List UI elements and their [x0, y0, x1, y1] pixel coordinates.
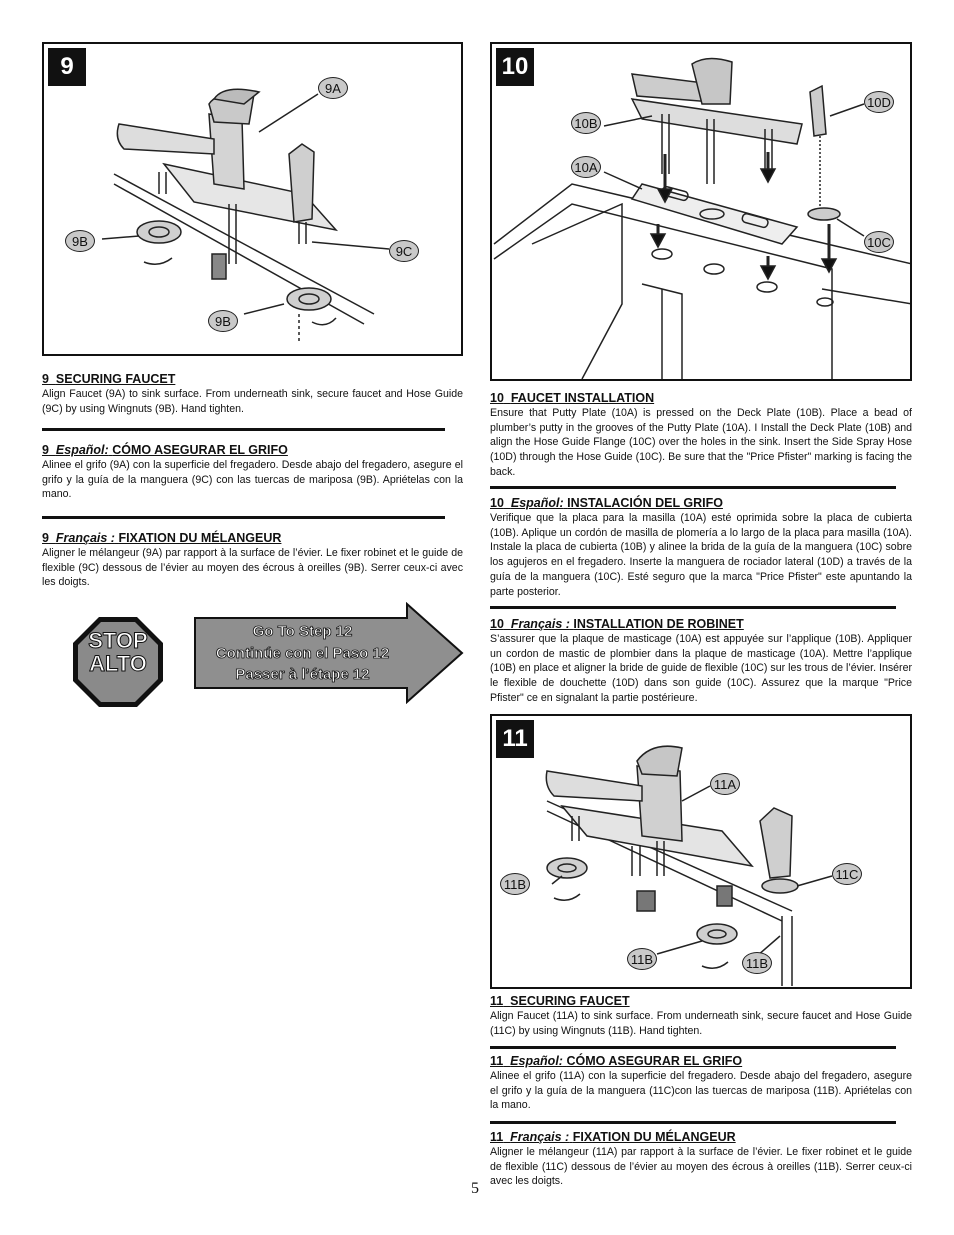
step-number-9: 9: [48, 48, 86, 86]
goto-arrow: [194, 602, 464, 704]
section-10-french: 10 Français : INSTALLATION DE ROBINET S’…: [490, 617, 912, 706]
section-9-french-heading: 9 Français : FIXATION DU MÉLANGEUR: [42, 531, 282, 545]
figure-9: 9: [42, 42, 463, 356]
page-number: 5: [471, 1180, 479, 1197]
section-9-french-body: Aligner le mélangeur (9A) par rapport à …: [42, 547, 463, 589]
section-10-english-heading: 10 FAUCET INSTALLATION: [490, 391, 655, 405]
section-9-spanish-heading: 9 Español: CÓMO ASEGURAR EL GRIFO: [42, 443, 288, 457]
faucet-illustration-10: [493, 57, 910, 379]
faucet-illustration-9: [101, 88, 390, 344]
callout-10b: 10B: [571, 112, 601, 134]
callout-9a: 9A: [318, 77, 348, 99]
section-10-spanish-heading: 10 Español: INSTALACIÓN DEL GRIFO: [490, 496, 723, 510]
section-10-spanish: 10 Español: INSTALACIÓN DEL GRIFO Verifi…: [490, 496, 912, 599]
callout-11b-middle: 11B: [627, 948, 657, 970]
section-11-french: 11 Français : FIXATION DU MÉLANGEUR Alig…: [490, 1130, 912, 1189]
callout-10d: 10D: [864, 91, 894, 113]
section-9-english-body: Align Faucet (9A) to sink surface. From …: [42, 388, 463, 415]
callout-11b-right: 11B: [742, 952, 772, 974]
callout-10c: 10C: [864, 231, 894, 253]
section-9-english-heading: 9 SECURING FAUCET: [42, 372, 176, 386]
section-10-french-heading: 10 Français : INSTALLATION DE ROBINET: [490, 617, 744, 631]
divider: [490, 606, 896, 609]
section-9-spanish: 9 Español: CÓMO ASEGURAR EL GRIFO Alinee…: [42, 443, 463, 502]
section-11-french-body: Aligner le mélangeur (11A) par rapport à…: [490, 1146, 912, 1188]
stop-sign-text: STOP ALTO: [72, 628, 164, 676]
callout-9b-top: 9B: [65, 230, 95, 252]
section-11-french-heading: 11 Français : FIXATION DU MÉLANGEUR: [490, 1130, 736, 1144]
section-10-spanish-body: Verifique que la placa para la masilla (…: [490, 512, 912, 598]
divider: [490, 1121, 896, 1124]
section-11-spanish-body: Alinee el grifo (11A) con la superficie …: [490, 1070, 912, 1112]
section-11-english-body: Align Faucet (11A) to sink surface. From…: [490, 1010, 912, 1037]
callout-11a: 11A: [710, 773, 740, 795]
section-11-english: 11 SECURING FAUCET Align Faucet (11A) to…: [490, 994, 912, 1038]
callout-11c: 11C: [832, 863, 862, 885]
callout-9c: 9C: [389, 240, 419, 262]
faucet-illustration-11: [545, 745, 833, 986]
section-11-english-heading: 11 SECURING FAUCET: [490, 994, 630, 1008]
section-9-spanish-body: Alinee el grifo (9A) con la superficie d…: [42, 459, 463, 501]
alto-label: ALTO: [89, 651, 148, 676]
callout-9b-bottom: 9B: [208, 310, 238, 332]
figure-11: 11: [490, 714, 912, 989]
divider: [490, 1046, 896, 1049]
callout-11b-left: 11B: [500, 873, 530, 895]
callout-10a: 10A: [571, 156, 601, 178]
stop-label: STOP: [88, 628, 149, 653]
figure-10: 10: [490, 42, 912, 381]
section-10-english-body: Ensure that Putty Plate (10A) is pressed…: [490, 407, 912, 478]
divider: [42, 428, 445, 431]
section-11-spanish: 11 Español: CÓMO ASEGURAR EL GRIFO Aline…: [490, 1054, 912, 1113]
section-11-spanish-heading: 11 Español: CÓMO ASEGURAR EL GRIFO: [490, 1054, 743, 1068]
section-9-english: 9 SECURING FAUCET Align Faucet (9A) to s…: [42, 372, 463, 416]
step-number-10: 10: [496, 48, 534, 86]
goto-text: Go To Step 12 Continúe con el Paso 12 Pa…: [195, 621, 410, 686]
section-10-french-body: S’assurer que la plaque de masticage (10…: [490, 633, 912, 704]
step-number-11: 11: [496, 720, 534, 758]
stop-sign: [73, 617, 163, 707]
goto-french: Passer à l’étape 12: [235, 666, 370, 684]
divider: [42, 516, 445, 519]
goto-spanish: Continúe con el Paso 12: [215, 644, 390, 662]
section-9-french: 9 Français : FIXATION DU MÉLANGEUR Align…: [42, 531, 463, 590]
divider: [490, 486, 896, 489]
goto-english: Go To Step 12: [252, 623, 353, 641]
section-10-english: 10 FAUCET INSTALLATION Ensure that Putty…: [490, 391, 912, 480]
